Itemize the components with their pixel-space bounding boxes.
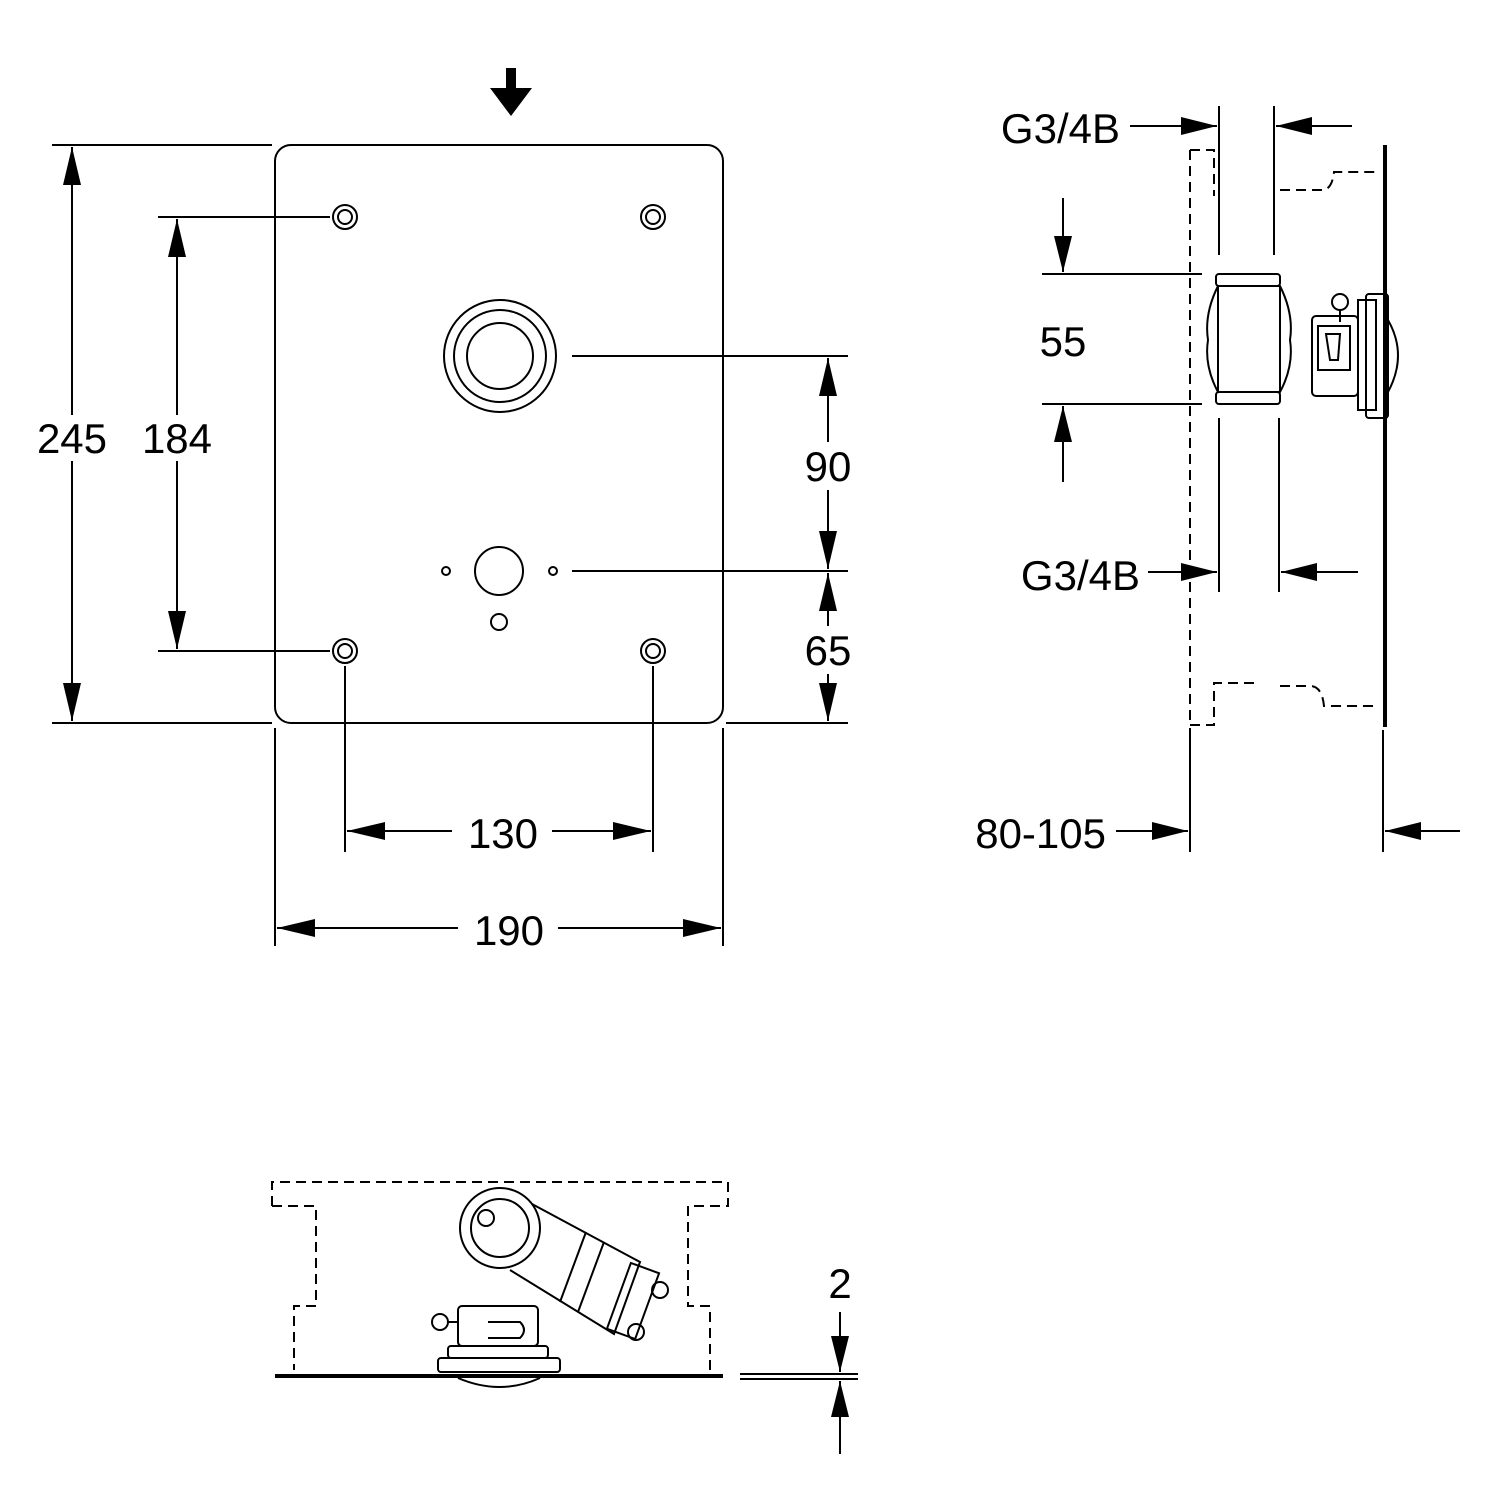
dimension-65: 65 xyxy=(726,573,860,724)
inlet-opening xyxy=(441,546,558,631)
dimension-130: 130 xyxy=(344,666,654,857)
dimension-g34b-top: G3/4B xyxy=(1001,105,1352,152)
dim-label-80-105: 80-105 xyxy=(975,810,1106,857)
dimension-184: 184 xyxy=(134,216,330,652)
dim-label-130: 130 xyxy=(468,810,538,857)
dimension-245: 245 xyxy=(30,144,272,724)
dim-label-65: 65 xyxy=(805,627,852,674)
dimension-190: 190 xyxy=(274,728,724,954)
dim-label-g34b-bottom: G3/4B xyxy=(1021,552,1140,599)
concealed-box-outline-bottom xyxy=(271,1181,729,1370)
dim-label-245: 245 xyxy=(37,415,107,462)
down-arrow-icon xyxy=(490,68,532,116)
fixing-hole xyxy=(332,638,358,664)
dim-label-190: 190 xyxy=(474,907,544,954)
valve-body xyxy=(459,1187,669,1341)
concealed-box-outline xyxy=(1189,149,1378,726)
bottom-view: 2 xyxy=(271,1181,858,1454)
front-view: 245 184 90 65 xyxy=(30,68,860,954)
dimension-90: 90 xyxy=(572,355,860,572)
dim-label-184: 184 xyxy=(142,415,212,462)
fixing-hole xyxy=(640,638,666,664)
solenoid-actuator xyxy=(1311,293,1399,419)
actuator-bottom xyxy=(431,1305,561,1388)
fixing-hole xyxy=(332,204,358,230)
dimension-g34b-bottom: G3/4B xyxy=(1021,552,1358,599)
dimension-55: 55 xyxy=(1040,198,1202,482)
valve-cartridge xyxy=(1206,273,1292,405)
outlet-opening xyxy=(443,299,557,413)
fixing-hole xyxy=(640,204,666,230)
dim-label-55: 55 xyxy=(1040,318,1087,365)
dimension-2: 2 xyxy=(740,1260,858,1454)
mounting-plate xyxy=(274,144,724,724)
dimension-80-105: 80-105 xyxy=(975,728,1460,857)
side-view: G3/4B 55 G3/4B 80-105 xyxy=(975,105,1460,857)
dim-label-90: 90 xyxy=(805,443,852,490)
dim-label-g34b-top: G3/4B xyxy=(1001,105,1120,152)
water-pipe xyxy=(1218,106,1280,592)
dim-label-2: 2 xyxy=(828,1260,851,1307)
